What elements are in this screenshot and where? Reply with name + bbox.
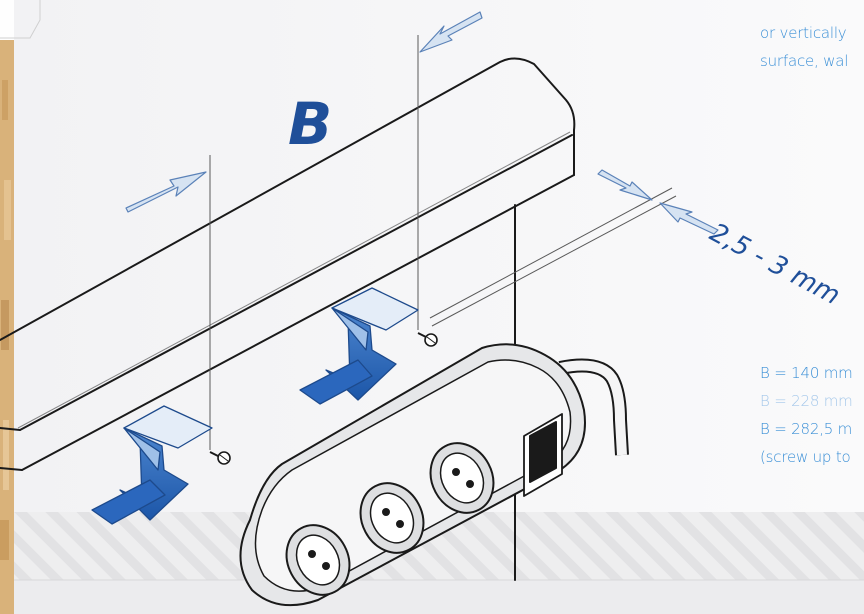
dimension-b-label: B (288, 90, 332, 158)
measurement-lines (209, 35, 677, 450)
dimension-arrows (125, 11, 719, 235)
caption-line: or vertically (760, 24, 847, 42)
socket-icon (285, 524, 351, 596)
spec-line: B = 228 mm (760, 392, 853, 410)
screw-icon (417, 332, 438, 347)
mounting-bracket-icon (91, 405, 213, 525)
switch-icon (523, 413, 563, 497)
screw-icon (209, 451, 231, 465)
mounting-bracket-icon (299, 287, 419, 405)
spec-line: B = 282,5 m (760, 420, 853, 438)
floor-base (14, 580, 864, 614)
spec-line: B = 140 mm (760, 364, 853, 382)
wood-texture-strip (0, 40, 14, 614)
caption-line: surface, wal (760, 52, 849, 70)
spec-line: (screw up to (760, 448, 851, 466)
socket-icon (359, 482, 425, 554)
power-strip (239, 343, 629, 607)
socket-icon (429, 442, 495, 514)
